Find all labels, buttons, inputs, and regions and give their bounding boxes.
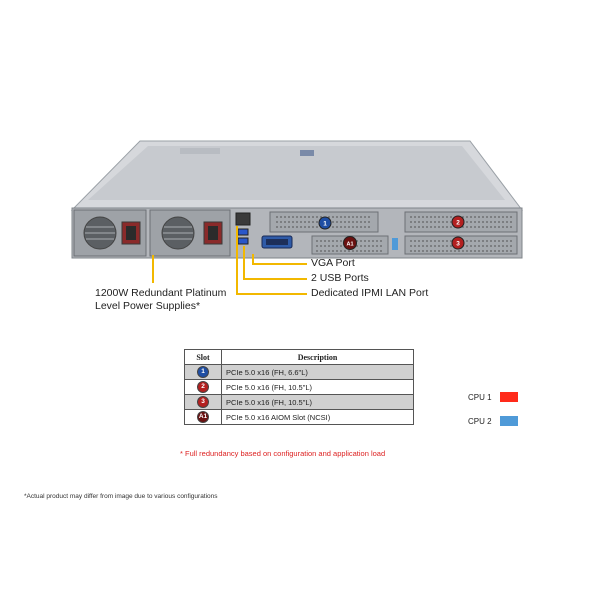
slot-a1-marker-text: A1	[346, 242, 353, 248]
server-rear-view: 1 2 3 A1	[70, 140, 524, 295]
description-cell: PCIe 5.0 x16 (FH, 10.5"L)	[221, 379, 414, 395]
slot-cell: 3	[184, 394, 222, 410]
ipmi-callout-line	[236, 226, 307, 295]
slot-3-marker-text: 3	[456, 241, 460, 248]
slot-badge: 2	[198, 382, 208, 392]
slot-2-marker	[451, 215, 465, 229]
ipmi-port-label: Dedicated IPMI LAN Port	[311, 287, 429, 299]
slot-a1-marker	[343, 236, 357, 250]
cpu2-legend-swatch	[500, 416, 518, 426]
power-supply-1	[73, 209, 147, 257]
table-row: 1 PCIe 5.0 x16 (FH, 6.6"L)	[184, 364, 414, 380]
psu-label: 1200W Redundant Platinum Level Power Sup…	[95, 287, 226, 313]
cpu1-legend-label: CPU 1	[468, 393, 492, 402]
description-column-header: Description	[221, 349, 414, 365]
usb-callout-line	[243, 246, 307, 280]
vga-port-label: VGA Port	[311, 257, 355, 269]
usb-ports-label: 2 USB Ports	[311, 272, 369, 284]
description-cell: PCIe 5.0 x16 (FH, 6.6"L)	[221, 364, 414, 380]
slot-cell: 2	[184, 379, 222, 395]
blue-latch	[392, 238, 398, 250]
ipmi-lan-port	[235, 212, 251, 226]
vga-callout-line	[252, 254, 307, 265]
slot-badge: A1	[198, 412, 208, 422]
slot-badge: 3	[198, 397, 208, 407]
table-row: 2 PCIe 5.0 x16 (FH, 10.5"L)	[184, 379, 414, 395]
table-row: 3 PCIe 5.0 x16 (FH, 10.5"L)	[184, 394, 414, 410]
power-supply-2	[149, 209, 231, 257]
psu-label-line1: 1200W Redundant Platinum	[95, 287, 227, 299]
table-header-row: Slot Description	[184, 349, 414, 365]
slot-badge: 1	[198, 367, 208, 377]
slot-1-marker-text: 1	[323, 221, 327, 228]
description-cell: PCIe 5.0 x16 AIOM Slot (NCSI)	[221, 409, 414, 425]
slot-cell: 1	[184, 364, 222, 380]
slot-column-header: Slot	[184, 349, 222, 365]
usb-port-icon	[237, 237, 249, 245]
slot-2-marker-text: 2	[456, 220, 460, 227]
table-row: A1 PCIe 5.0 x16 AIOM Slot (NCSI)	[184, 409, 414, 425]
slot-3-marker	[451, 236, 465, 250]
slot-cell: A1	[184, 409, 222, 425]
redundancy-footnote: * Full redundancy based on configuration…	[180, 449, 386, 458]
cpu2-legend-label: CPU 2	[468, 417, 492, 426]
slot-1-marker	[318, 216, 332, 230]
cpu1-legend-swatch	[500, 392, 518, 402]
usb-port-icon	[237, 228, 249, 236]
product-disclaimer: *Actual product may differ from image du…	[24, 493, 218, 500]
psu-label-line2: Level Power Supplies*	[95, 300, 201, 312]
slot-table: Slot Description 1 PCIe 5.0 x16 (FH, 6.6…	[184, 349, 414, 425]
description-cell: PCIe 5.0 x16 (FH, 10.5"L)	[221, 394, 414, 410]
